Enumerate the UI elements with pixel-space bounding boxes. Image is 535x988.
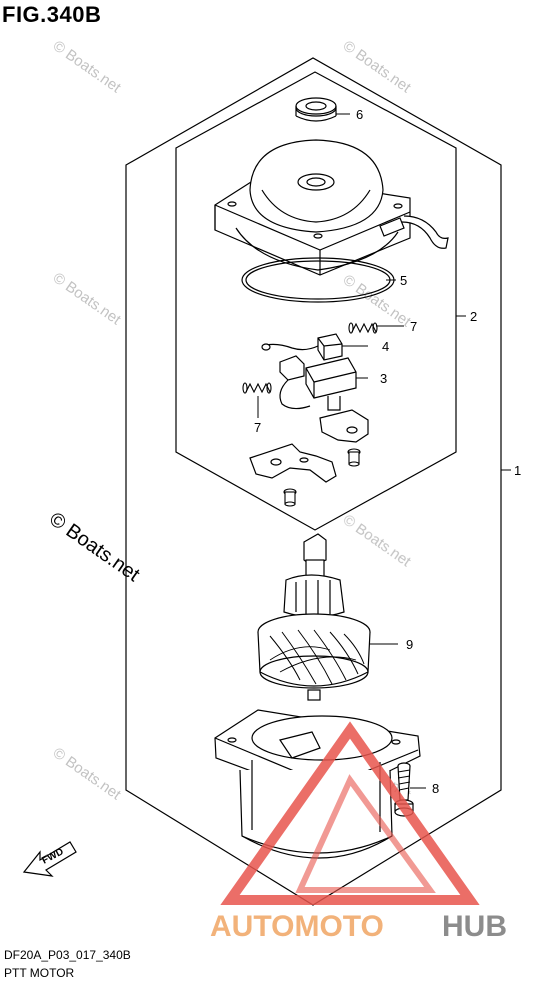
callout-5: 5 xyxy=(400,273,407,288)
watermark-text: © Boats.net xyxy=(340,511,415,570)
callout-4: 4 xyxy=(382,339,389,354)
part-spring-lower xyxy=(242,382,272,394)
watermark-text: © Boats.net xyxy=(50,269,125,328)
part-end-housing xyxy=(214,139,449,276)
forward-direction-arrow: FWD xyxy=(22,841,77,877)
watermark-large: © Boats.net xyxy=(45,508,144,586)
figure-title: FIG.340B xyxy=(2,2,102,27)
part-brush-lead xyxy=(261,333,343,361)
automotohub-logo xyxy=(220,721,480,905)
callout-7-upper: 7 xyxy=(410,319,417,334)
brand-text-hub: HUB xyxy=(442,910,507,943)
part-brush-holder xyxy=(279,355,357,411)
part-spring-upper xyxy=(348,322,378,334)
part-brush-plate-right xyxy=(319,409,369,443)
callout-2: 2 xyxy=(470,309,477,324)
callout-leaders xyxy=(257,113,511,789)
callout-7-lower: 7 xyxy=(254,420,261,435)
callout-1: 1 xyxy=(514,463,521,478)
part-small-screw-right xyxy=(347,448,361,467)
part-small-screw-left xyxy=(283,488,297,507)
figure-code: DF20A_P03_017_340B xyxy=(4,948,131,962)
callout-8: 8 xyxy=(432,781,439,796)
assembly-outline-inner xyxy=(175,71,457,531)
part-armature xyxy=(257,533,371,701)
assembly-outline-outer xyxy=(125,57,502,906)
watermark-text: © Boats.net xyxy=(340,37,415,96)
brand-text-auto: AUTOMOTO xyxy=(210,910,384,943)
part-terminal-plate xyxy=(249,443,337,483)
figure-name: PTT MOTOR xyxy=(4,966,75,980)
watermark-text: © Boats.net xyxy=(50,744,125,803)
callout-9: 9 xyxy=(406,637,413,652)
callout-6: 6 xyxy=(356,107,363,122)
watermark-text: © Boats.net xyxy=(50,37,125,96)
part-bearing-seal xyxy=(295,97,337,122)
callout-3: 3 xyxy=(380,371,387,386)
callout-numbers: 1 2 3 4 5 6 7 7 8 9 xyxy=(254,107,521,796)
